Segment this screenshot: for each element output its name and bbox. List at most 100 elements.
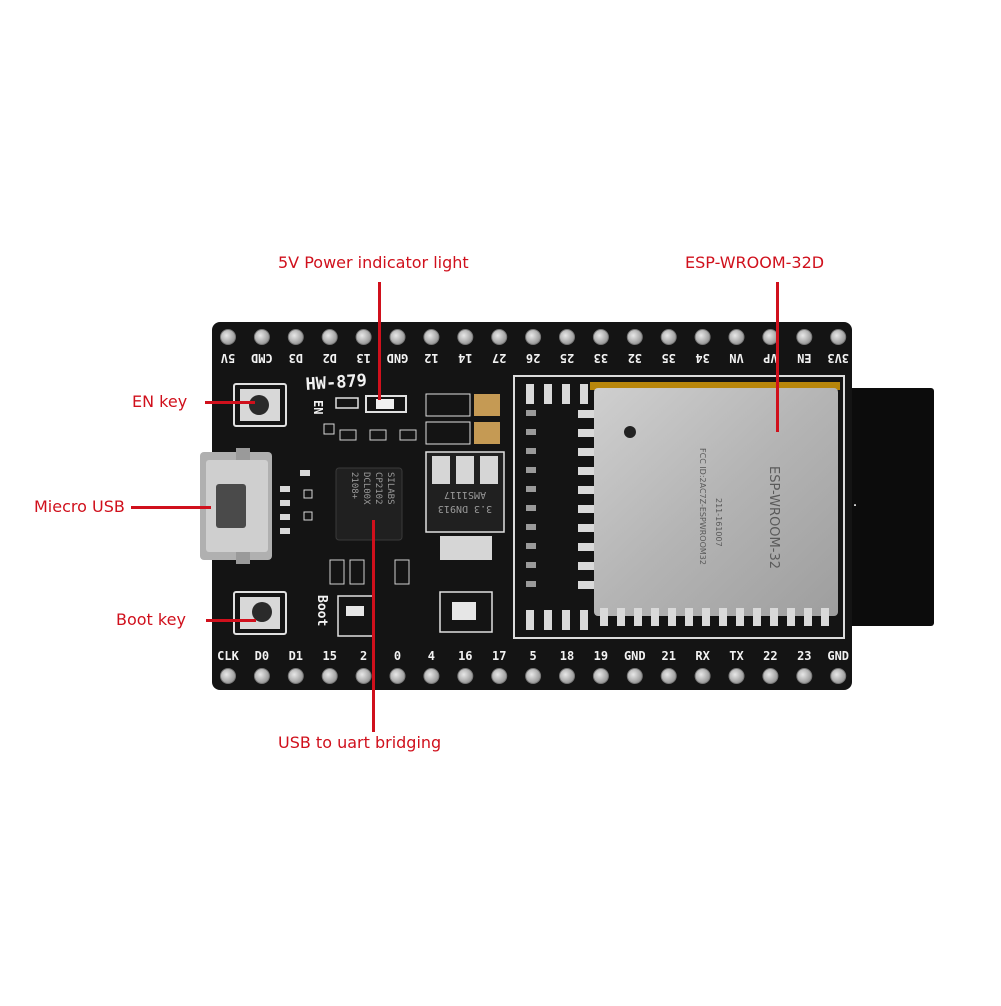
bottom-pin-label: 21 [661, 649, 675, 663]
leader-power-led [378, 282, 381, 400]
regulator-caps [425, 393, 500, 445]
bottom-pin [626, 668, 643, 684]
module-pad [617, 608, 625, 626]
top-pin [389, 329, 406, 345]
antenna-mark: K. [846, 498, 858, 509]
top-pin-label: 32 [628, 351, 642, 365]
top-pin-label: D2 [322, 351, 336, 365]
boot-button [233, 591, 287, 635]
bottom-pin-label: 5 [529, 649, 536, 663]
uart-chip-marking: SILABS [385, 472, 395, 505]
top-pin-label: 3V3 [827, 351, 849, 365]
module-pad [787, 608, 795, 626]
top-pin [728, 329, 745, 345]
top-pin [592, 329, 609, 345]
module-pad [770, 608, 778, 626]
top-pin [694, 329, 711, 345]
top-pin-label: VN [729, 351, 743, 365]
top-pin [660, 329, 677, 345]
module-trace [526, 410, 536, 416]
module-pad [544, 384, 552, 404]
top-pin [355, 329, 372, 345]
module-pad [804, 608, 812, 626]
module-pad [562, 610, 570, 630]
annotation-power-led: 5V Power indicator light [278, 253, 469, 272]
top-pin [559, 329, 575, 345]
module-marking: ESP-WROOM-32 [766, 466, 781, 569]
module-pad [578, 467, 594, 475]
top-pin-label: CMD [251, 351, 273, 365]
bottom-pin-label: RX [695, 649, 710, 663]
annotation-micro-usb: Miecro USB [34, 497, 125, 516]
top-pin-header [220, 329, 847, 345]
top-pin [626, 329, 643, 345]
usb-passives [280, 423, 335, 534]
bottom-pin [253, 668, 270, 684]
module-outline [513, 375, 845, 639]
top-pin-label: 13 [356, 351, 370, 365]
bottom-pin [423, 668, 440, 684]
top-pin-label: 5V [221, 351, 235, 365]
module-trace [526, 562, 536, 568]
top-pin-label: 25 [560, 351, 574, 365]
annotation-en-key: EN key [132, 392, 188, 411]
top-pin-label: D3 [289, 351, 303, 365]
micro-usb-connector [200, 448, 272, 564]
module-pad [526, 384, 534, 404]
bottom-pin [220, 668, 236, 684]
module-pad [821, 608, 829, 626]
annotation-boot-key: Boot key [116, 610, 186, 629]
module-pad [719, 608, 727, 626]
bottom-pin-label: TX [729, 649, 744, 663]
top-pin-label: 12 [424, 351, 438, 365]
module-pad [600, 608, 608, 626]
leader-en-key [205, 401, 255, 404]
bottom-pin-label: CLK [217, 649, 239, 663]
bottom-pin-label: 23 [797, 649, 811, 663]
module-trace [526, 524, 536, 530]
top-pin-label: VP [763, 351, 777, 365]
regulator-marking: 3.3 DN913 [438, 503, 492, 514]
board-model: HW-879 [305, 371, 368, 395]
leader-boot-key [206, 619, 256, 622]
top-pin [321, 329, 338, 345]
bottom-pin [830, 668, 847, 684]
top-pin [287, 329, 304, 345]
bottom-pin-header [220, 668, 847, 684]
bottom-pin-label: D0 [255, 649, 269, 663]
bottom-pin-label: 16 [458, 649, 472, 663]
chip-passives [329, 429, 417, 585]
module-pad [578, 410, 594, 418]
regulator-marking: AMS1117 [444, 489, 486, 500]
module-pad [578, 562, 594, 570]
leader-module [776, 282, 779, 432]
bottom-pin [525, 668, 542, 684]
module-pad [753, 608, 761, 626]
module-trace [526, 543, 536, 549]
leader-usb-uart [372, 520, 375, 732]
uart-chip-marking: 2108+ [349, 472, 359, 500]
module-pad [578, 524, 594, 532]
module-trace [526, 486, 536, 492]
en-silk-label: EN [311, 400, 325, 414]
module-trace [526, 581, 536, 587]
module-pad [578, 581, 594, 589]
top-pin-label: EN [797, 351, 811, 365]
bottom-pin [287, 668, 304, 684]
top-pin-label: 26 [526, 351, 540, 365]
bottom-pin [355, 668, 372, 684]
bottom-pin [321, 668, 338, 684]
module-pad [578, 543, 594, 551]
en-button [233, 383, 287, 427]
module-pad [668, 608, 676, 626]
uart-chip-marking: DCL00X [361, 472, 371, 505]
bottom-pin-label: 18 [560, 649, 574, 663]
module-pad [634, 608, 642, 626]
top-pin-label: 35 [661, 351, 675, 365]
module-pad [580, 610, 588, 630]
